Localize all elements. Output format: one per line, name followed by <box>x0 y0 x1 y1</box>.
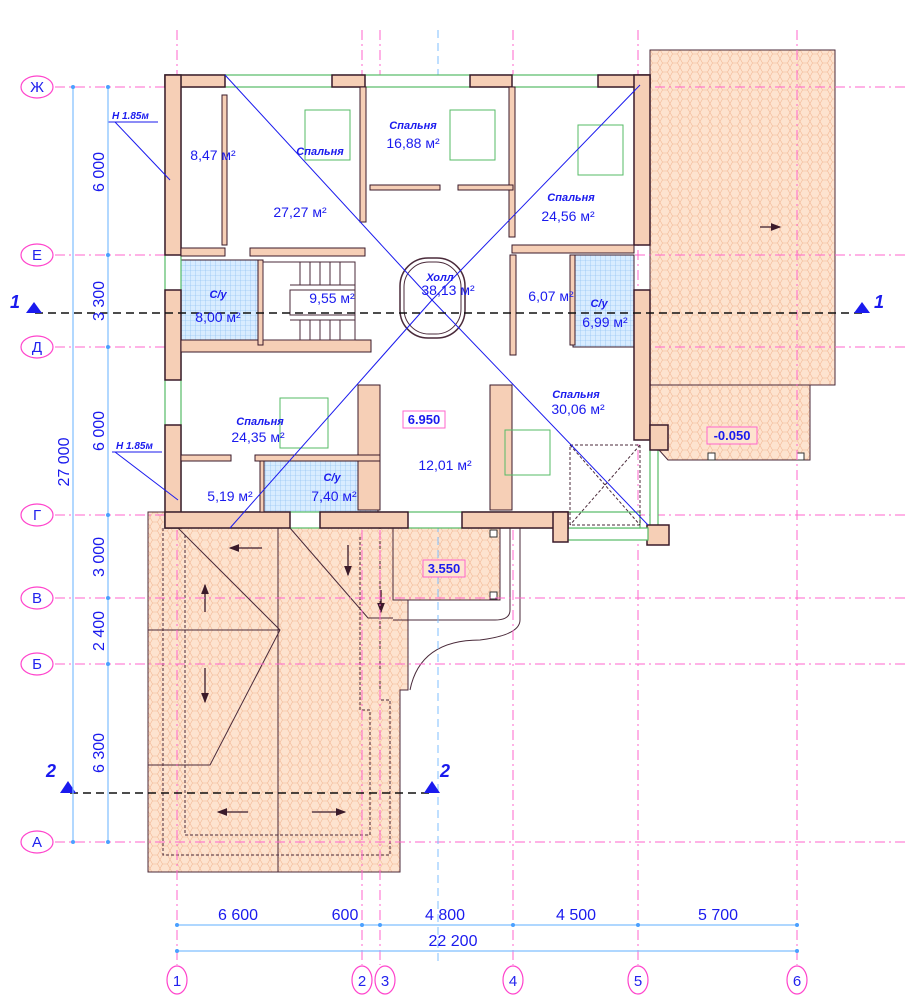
dim-v-4: 2 400 <box>91 611 108 651</box>
section-2-right-label: 2 <box>439 761 450 781</box>
dim-h-total: 22 200 <box>429 933 478 950</box>
name-hall: Холл <box>425 272 453 284</box>
area-bedroom-ne: 24,56 м² <box>541 208 595 224</box>
horizontal-dimensions: 6 600 600 4 800 4 500 5 700 22 200 <box>175 907 799 953</box>
dim-h-1: 600 <box>332 907 359 924</box>
area-bedroom-se: 30,06 м² <box>551 401 605 417</box>
walls <box>164 74 670 546</box>
name-bedroom-n: Спальня <box>389 120 437 132</box>
name-bedroom-nw: Спальня <box>296 146 344 158</box>
axis-row-a: А <box>32 834 42 851</box>
bath-west-tiles <box>180 259 262 341</box>
axis-col-5: 5 <box>634 973 642 990</box>
axis-col-3: 3 <box>381 973 389 990</box>
area-bedroom-sw: 24,35 м² <box>231 429 285 445</box>
axis-col-6: 6 <box>793 973 801 990</box>
axis-row-zh: Ж <box>30 79 44 96</box>
vertical-dimensions: 6 000 3 300 6 000 3 000 2 400 6 300 27 0… <box>56 85 110 844</box>
dim-h-2: 4 800 <box>425 907 465 924</box>
terrace <box>649 384 811 461</box>
area-hall: 38,13 м² <box>421 282 475 298</box>
area-bedroom-nw: 27,27 м² <box>273 204 327 220</box>
dim-v-5: 6 300 <box>91 733 108 773</box>
row-axis-markers: Ж Е Д Г В Б А <box>20 75 54 854</box>
dim-v-0: 6 000 <box>91 152 108 192</box>
dim-h-0: 6 600 <box>218 907 258 924</box>
furniture <box>262 109 641 526</box>
name-bedroom-ne: Спальня <box>547 192 595 204</box>
area-closet-nw: 8,47 м² <box>190 147 236 163</box>
name-bath-w: С/у <box>209 289 227 301</box>
area-bath-s: 7,40 м² <box>311 488 357 504</box>
axis-row-e: Е <box>32 247 42 264</box>
dim-v-1: 3 300 <box>91 281 108 321</box>
level-floor: 6.950 <box>408 412 441 427</box>
axis-col-2: 2 <box>358 973 366 990</box>
area-closet-sw: 5,19 м² <box>207 488 253 504</box>
height-note-2: Н 1.85м <box>116 441 153 452</box>
area-stair: 9,55 м² <box>309 290 355 306</box>
name-bath-e: С/у <box>590 298 608 310</box>
axis-row-b: Б <box>32 656 42 673</box>
axis-col-4: 4 <box>509 973 517 990</box>
bath-east-tiles <box>572 254 635 348</box>
column-axis-markers: 1 2 3 4 5 6 <box>166 965 808 995</box>
area-hall-s: 12,01 м² <box>418 457 472 473</box>
area-bath-e: 6,99 м² <box>582 314 628 330</box>
axis-row-d: Д <box>32 339 42 356</box>
axis-row-g: Г <box>33 507 41 524</box>
section-2-left-label: 2 <box>45 761 56 781</box>
area-bedroom-n: 16,88 м² <box>386 135 440 151</box>
dim-h-4: 5 700 <box>698 907 738 924</box>
diagonals <box>114 74 649 529</box>
height-notes: Н 1.85м Н 1.85м <box>108 111 162 453</box>
level-marks: 6.950 3.550 -0.050 <box>402 410 758 578</box>
height-note-1: Н 1.85м <box>112 111 149 122</box>
axis-col-1: 1 <box>173 973 181 990</box>
section-cuts: 1 1 2 2 <box>10 292 884 794</box>
name-bedroom-se: Спальня <box>552 389 600 401</box>
level-balcony: 3.550 <box>428 561 461 576</box>
area-closet-e: 6,07 м² <box>528 288 574 304</box>
dim-v-2: 6 000 <box>91 411 108 451</box>
room-labels: 8,47 м² Спальня 27,27 м² Спальня 16,88 м… <box>190 120 628 504</box>
name-bath-s: С/у <box>323 472 341 484</box>
dim-v-total: 27 000 <box>56 437 73 486</box>
area-bath-w: 8,00 м² <box>195 309 241 325</box>
dim-v-3: 3 000 <box>91 537 108 577</box>
dim-h-3: 4 500 <box>556 907 596 924</box>
name-bedroom-sw: Спальня <box>236 416 284 428</box>
section-1-right-label: 1 <box>874 292 884 312</box>
section-1-left-label: 1 <box>10 292 20 312</box>
axis-row-v: В <box>32 590 42 607</box>
roof-east <box>649 49 836 386</box>
level-terrace: -0.050 <box>714 428 751 443</box>
